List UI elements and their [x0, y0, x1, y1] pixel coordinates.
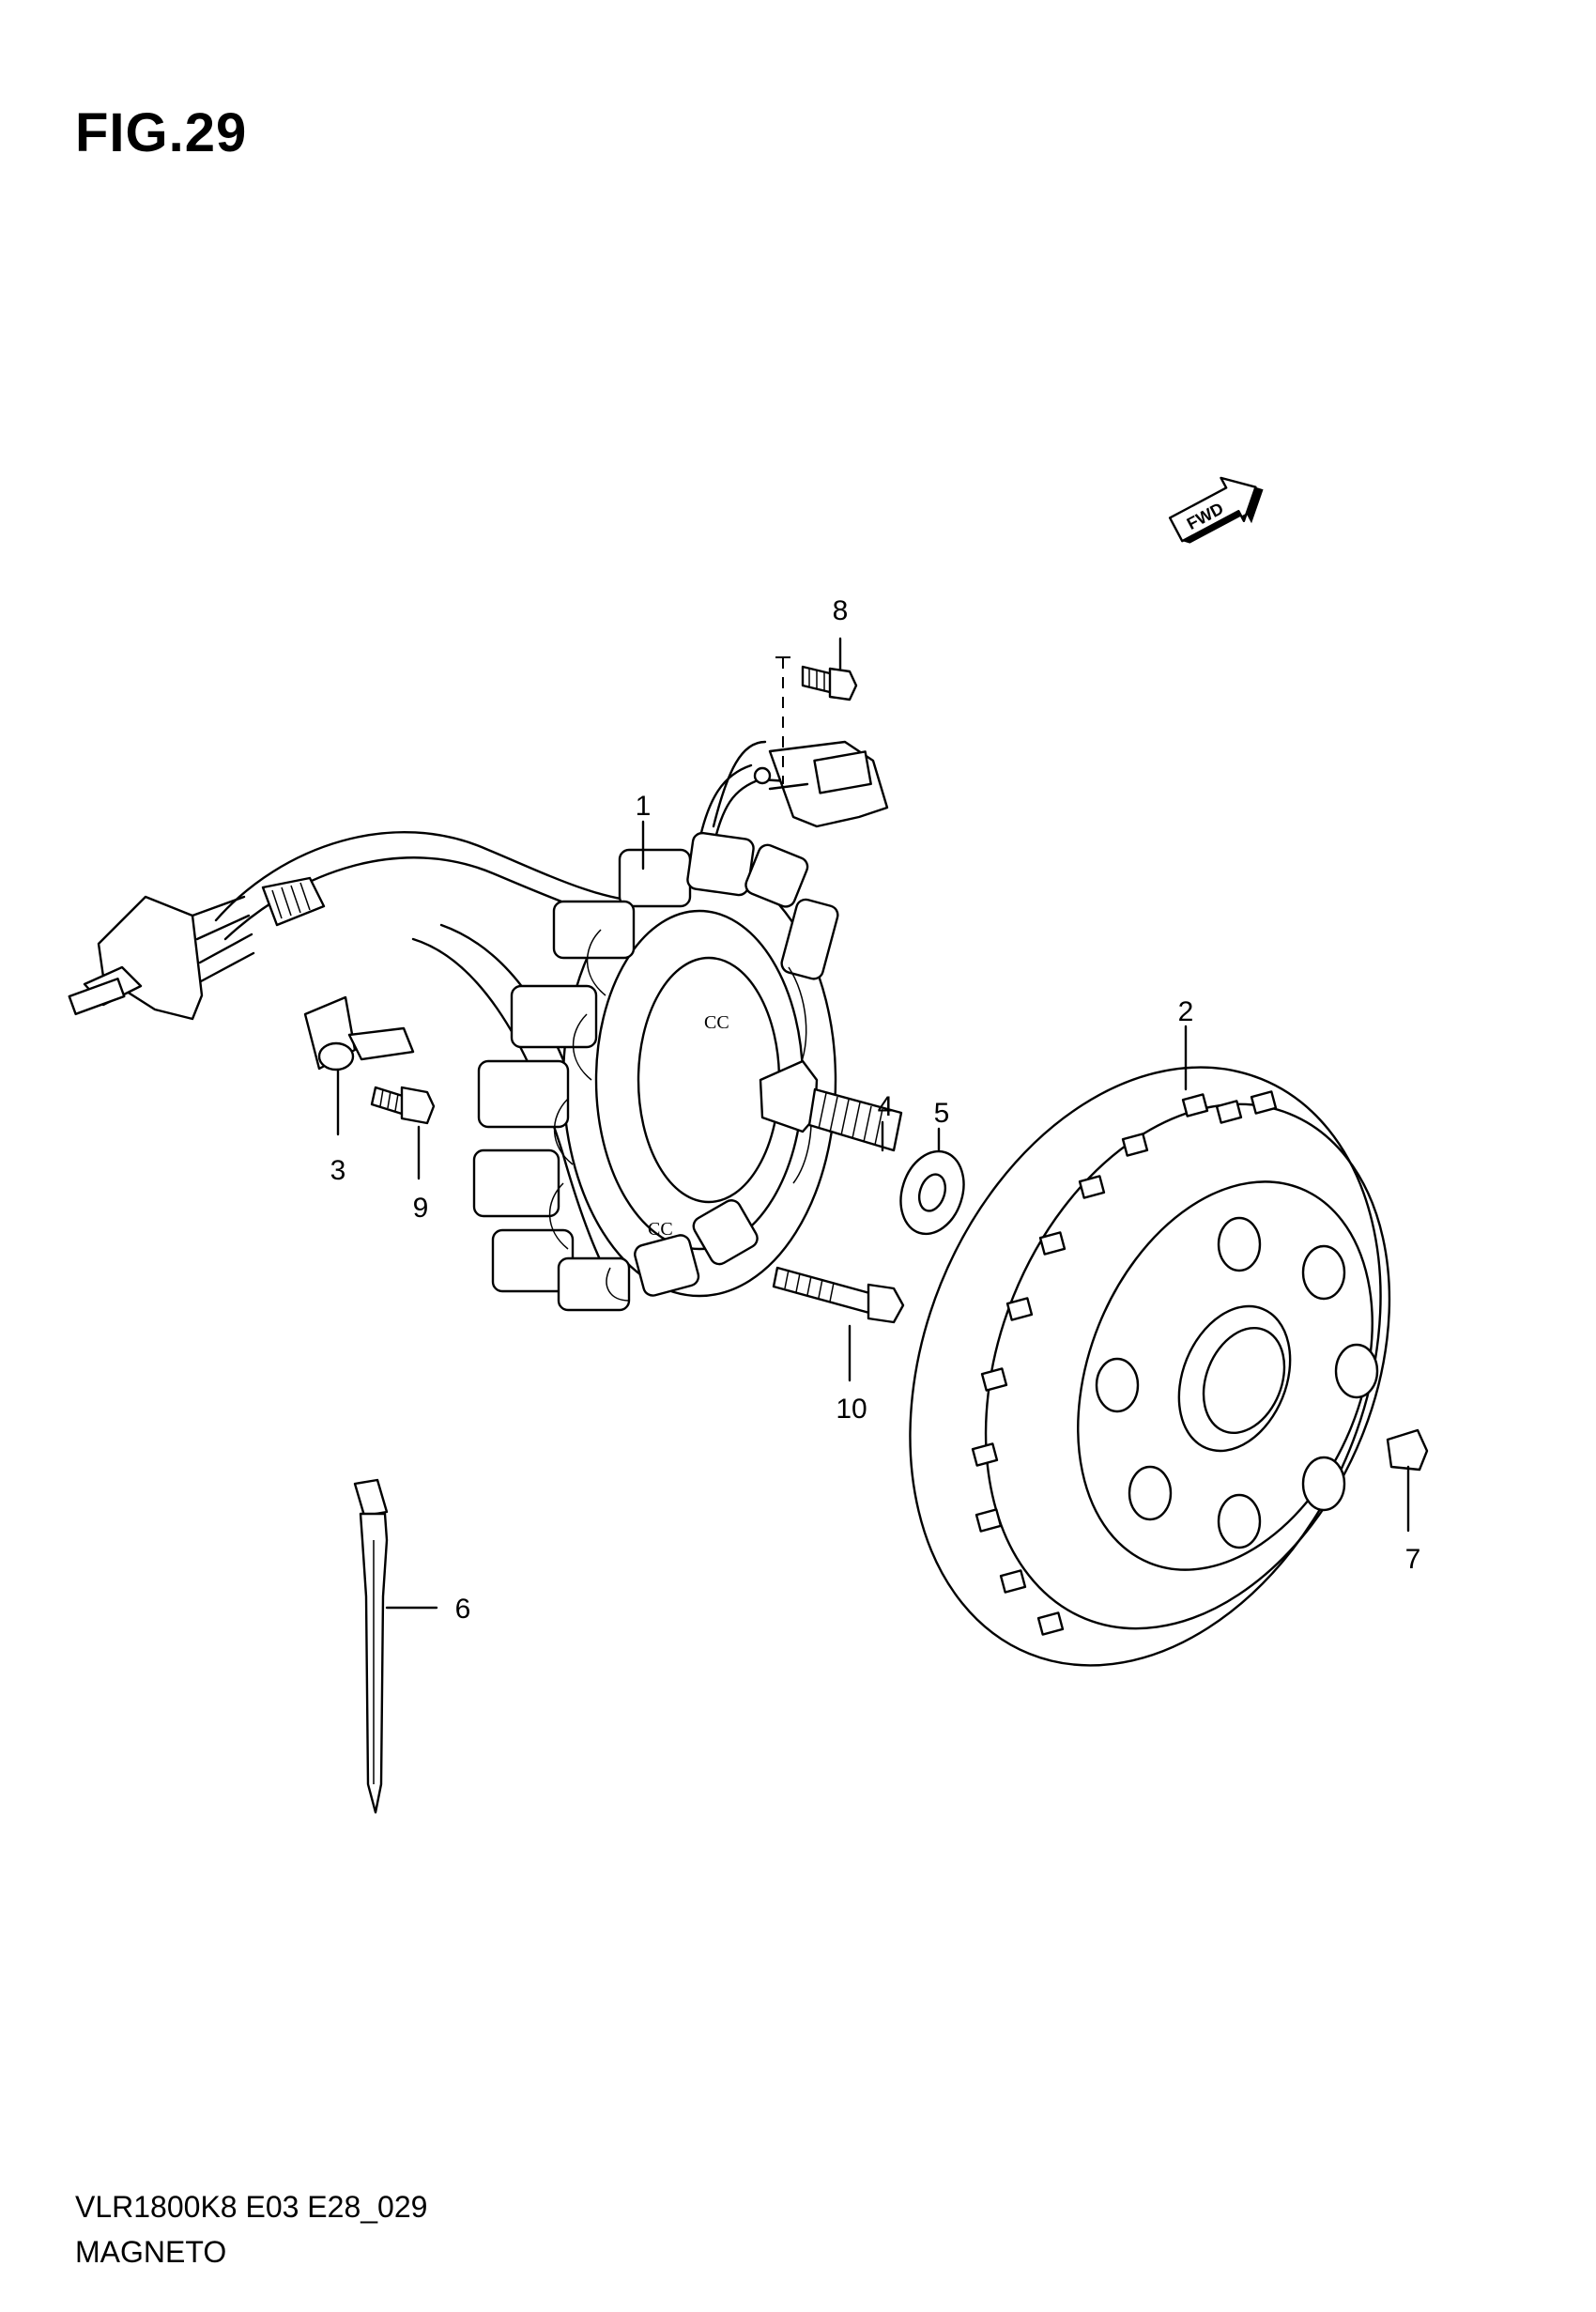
pickup-connector: [753, 740, 889, 828]
callout-4: 4: [878, 1091, 894, 1122]
stator-coils: [472, 831, 839, 1312]
callout-7: 7: [1405, 1544, 1421, 1575]
drawing-code: VLR1800K8 E03 E28_029: [75, 2190, 428, 2224]
washer-5: [899, 1149, 965, 1236]
svg-text:CC: CC: [704, 1012, 729, 1033]
screw-9: [370, 1086, 436, 1125]
screw-8: [801, 665, 858, 701]
callout-8: 8: [833, 595, 849, 626]
cable-tie-6: [353, 1478, 389, 1814]
callout-10: 10: [836, 1394, 867, 1425]
key-7: [1386, 1428, 1429, 1472]
leader-lines: [336, 637, 1410, 1610]
callout-3: 3: [330, 1155, 346, 1186]
callout-5: 5: [934, 1098, 950, 1129]
bolt-10: [772, 1266, 905, 1324]
callouts: 1 2 3 4 5 6 7 8 9 10: [330, 595, 1421, 1625]
fwd-arrow-icon: FWD: [1168, 476, 1264, 544]
rotor: [909, 1066, 1391, 1667]
callout-9: 9: [413, 1193, 429, 1224]
clamp-3: [303, 995, 415, 1071]
callout-6: 6: [455, 1594, 471, 1625]
callout-2: 2: [1178, 996, 1194, 1027]
bolt-4: [759, 1059, 903, 1152]
svg-text:CC: CC: [648, 1219, 673, 1240]
figure-title: FIG.29: [75, 102, 248, 163]
section-name: MAGNETO: [75, 2235, 227, 2269]
stator: CC CC: [472, 831, 839, 1312]
callout-1: 1: [636, 791, 652, 822]
